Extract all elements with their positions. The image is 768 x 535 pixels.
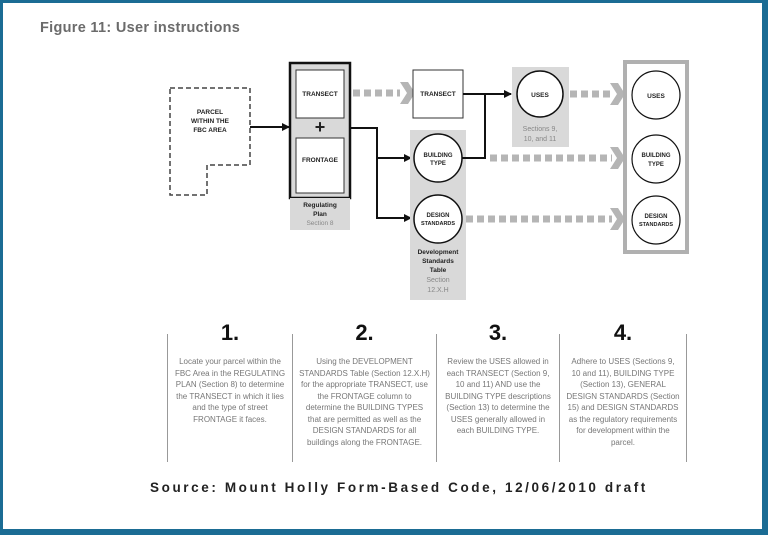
design-standards-circle	[413, 194, 463, 244]
step-2: 2. Using the DEVELOPMENT STANDARDS Table…	[293, 320, 436, 448]
dashed-arrow-building-type	[490, 147, 625, 169]
step-divider	[559, 334, 560, 462]
step-text: Review the USES allowed in each TRANSECT…	[445, 357, 551, 435]
parcel-outline	[169, 87, 251, 196]
step-divider	[167, 334, 168, 462]
step-number: 3.	[488, 320, 508, 345]
step-text: Adhere to USES (Sections 9, 10 and 11), …	[566, 357, 680, 447]
transect-box-label: TRANSECT	[420, 91, 455, 98]
dashed-arrow-transect	[353, 82, 415, 104]
step-3: 3. Review the USES allowed in each TRANS…	[437, 320, 559, 437]
result-uses-circle	[631, 70, 681, 120]
dev-standards-label-3: Table	[430, 267, 447, 274]
design-standards-line-1: DESIGN	[426, 213, 449, 219]
uses-section-1: Sections 9,	[523, 126, 558, 133]
step-text: Locate your parcel within the FBC Area i…	[174, 357, 286, 424]
step-divider	[292, 334, 293, 462]
regulating-plan-label-1: Regulating	[303, 202, 337, 209]
regulating-plan-label-bg	[290, 198, 350, 230]
result-design-standards-line-1: DESIGN	[644, 214, 667, 220]
transect-box	[412, 69, 464, 119]
source-caption: Source: Mount Holly Form-Based Code, 12/…	[150, 480, 648, 495]
dev-standards-label-1: Development	[418, 249, 460, 256]
building-type-line-1: BUILDING	[424, 153, 453, 159]
regulating-plan-label-2: Plan	[313, 211, 327, 218]
dev-standards-label-2: Standards	[422, 258, 454, 265]
parcel-line-1: PARCEL	[197, 109, 223, 116]
step-divider	[436, 334, 437, 462]
step-1: 1. Locate your parcel within the FBC Are…	[168, 320, 292, 425]
step-divider	[686, 334, 687, 462]
parcel-line-3: FBC AREA	[193, 127, 227, 134]
parcel-line-2: WITHIN THE	[191, 118, 230, 125]
transect-label: TRANSECT	[302, 91, 337, 98]
regulating-plan-section: Section 8	[306, 220, 333, 227]
step-number: 1.	[220, 320, 240, 345]
uses-circle	[516, 70, 564, 118]
step-4: 4. Adhere to USES (Sections 9, 10 and 11…	[560, 320, 686, 448]
step-number: 2.	[355, 320, 374, 345]
arrow-building-type-to-uses	[462, 94, 486, 159]
plus-sign: +	[315, 117, 326, 137]
arrow-plan-to-design-standards	[376, 158, 412, 222]
frontage-box	[295, 137, 345, 194]
step-number: 4.	[613, 320, 633, 345]
result-building-type-line-2: TYPE	[648, 162, 664, 168]
result-uses-label: USES	[647, 93, 665, 100]
frontage-label: FRONTAGE	[302, 157, 339, 164]
design-standards-line-2: STANDARDS	[421, 221, 455, 227]
step-text: Using the DEVELOPMENT STANDARDS Table (S…	[299, 357, 430, 447]
building-type-line-2: TYPE	[430, 161, 446, 167]
arrow-plan-to-building-type	[350, 127, 412, 162]
uses-section-2: 10, and 11	[524, 136, 557, 143]
dashed-arrow-uses	[570, 83, 625, 105]
dashed-arrow-design-standards	[466, 208, 625, 230]
result-building-type-line-1: BUILDING	[642, 153, 671, 159]
flow-diagram: PARCEL WITHIN THE FBC AREA TRANSECT + FR…	[169, 60, 689, 300]
transect-box-inner	[295, 69, 345, 119]
figure-title: Figure 11: User instructions	[40, 20, 241, 36]
result-building-type-circle	[631, 134, 681, 184]
result-design-standards-circle	[631, 195, 681, 245]
uses-label: USES	[531, 92, 549, 99]
dev-standards-section-2: 12.X.H	[427, 287, 448, 294]
dev-standards-section-1: Section	[426, 277, 449, 284]
result-design-standards-line-2: STANDARDS	[639, 222, 673, 228]
